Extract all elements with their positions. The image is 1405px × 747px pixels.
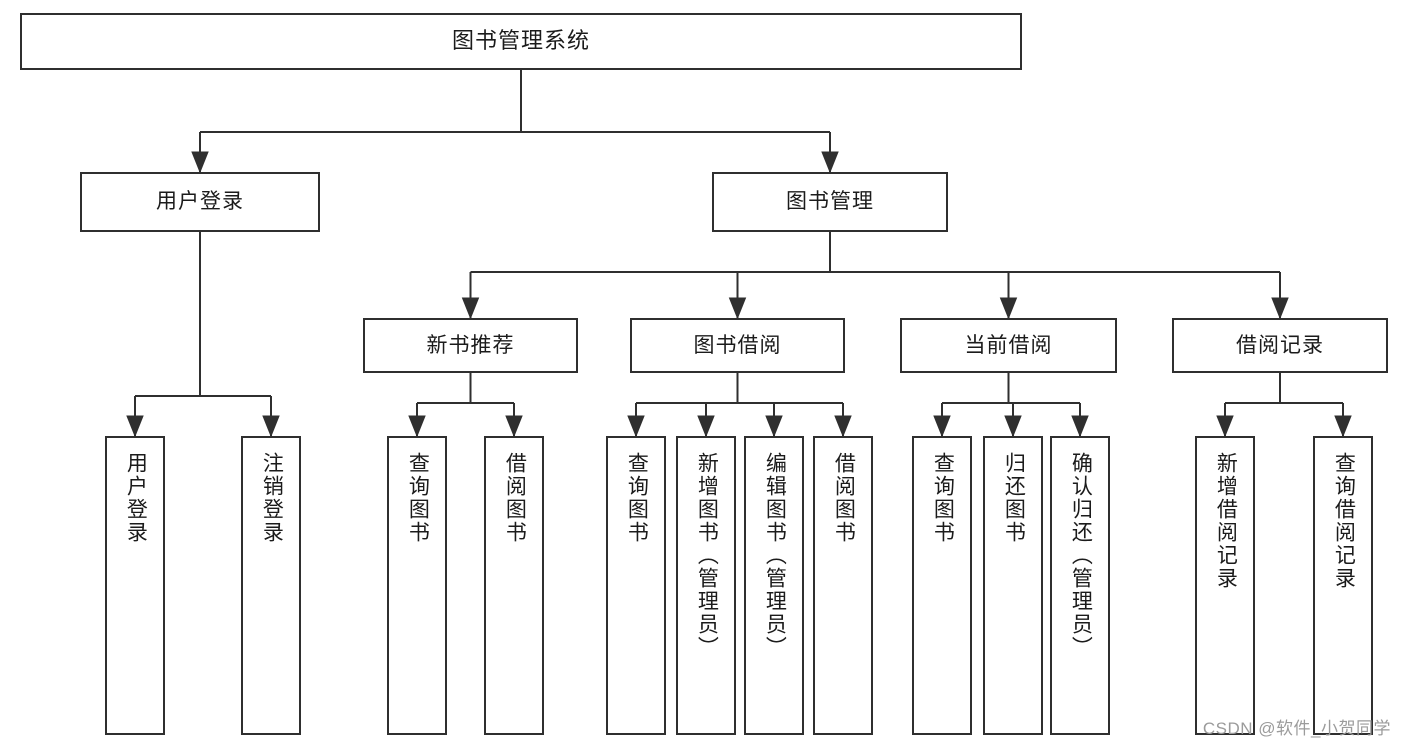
node-label: 当前借阅 (964, 333, 1053, 357)
node-label: 新书推荐 (426, 333, 515, 357)
arrow-head-icon (1271, 297, 1289, 320)
node-user-login[interactable]: 用户登录 (80, 172, 320, 232)
node-label: 借阅记录 (1236, 333, 1324, 357)
arrow-head-icon (262, 415, 280, 438)
node-label: 新增图书（管理员） (695, 452, 719, 659)
node-leaf-query-book-2[interactable]: 查询图书 (606, 436, 666, 735)
node-label: 查询图书 (406, 452, 430, 544)
arrow-head-icon (933, 415, 951, 438)
node-leaf-add-book[interactable]: 新增图书（管理员） (676, 436, 736, 735)
arrow-head-icon (834, 415, 852, 438)
node-leaf-query-book-3[interactable]: 查询图书 (912, 436, 972, 735)
node-label: 归还图书 (1002, 452, 1026, 544)
arrow-head-icon (461, 297, 480, 320)
watermark: CSDN @软件_小贺同学 (1202, 719, 1391, 738)
node-borrow-record[interactable]: 借阅记录 (1172, 318, 1388, 373)
node-book-manage[interactable]: 图书管理 (712, 172, 948, 232)
node-leaf-query-record[interactable]: 查询借阅记录 (1313, 436, 1373, 735)
node-label: 图书管理系统 (451, 28, 590, 54)
node-label: 用户登录 (156, 190, 244, 214)
arrow-head-icon (408, 415, 426, 438)
node-label: 图书管理 (786, 190, 874, 214)
node-label: 新增借阅记录 (1214, 452, 1238, 590)
node-leaf-query-book-1[interactable]: 查询图书 (387, 436, 447, 735)
arrow-head-icon (1071, 415, 1089, 438)
node-label: 查询借阅记录 (1332, 452, 1356, 590)
node-leaf-return-book[interactable]: 归还图书 (983, 436, 1043, 735)
node-book-borrow[interactable]: 图书借阅 (630, 318, 845, 373)
node-label: 查询图书 (931, 452, 955, 544)
node-label: 用户登录 (124, 452, 148, 544)
arrow-head-icon (999, 297, 1018, 320)
arrow-head-icon (1004, 415, 1022, 438)
node-label: 注销登录 (260, 452, 284, 544)
arrow-head-icon (821, 151, 839, 174)
node-leaf-confirm-return[interactable]: 确认归还（管理员） (1050, 436, 1110, 735)
node-current-borrow[interactable]: 当前借阅 (900, 318, 1117, 373)
arrow-head-icon (765, 415, 783, 438)
node-label: 借阅图书 (503, 452, 527, 544)
node-label: 借阅图书 (832, 452, 856, 544)
node-leaf-borrow-book-2[interactable]: 借阅图书 (813, 436, 873, 735)
arrow-head-icon (505, 415, 523, 438)
node-leaf-edit-book[interactable]: 编辑图书（管理员） (744, 436, 804, 735)
node-leaf-borrow-book-1[interactable]: 借阅图书 (484, 436, 544, 735)
node-label: 编辑图书（管理员） (763, 452, 787, 659)
arrow-head-icon (1334, 415, 1352, 438)
arrow-head-icon (126, 415, 144, 438)
arrow-head-icon (1216, 415, 1234, 438)
arrow-head-icon (728, 297, 747, 320)
node-new-book-rec[interactable]: 新书推荐 (363, 318, 578, 373)
node-label: 确认归还（管理员） (1069, 452, 1093, 659)
node-leaf-add-record[interactable]: 新增借阅记录 (1195, 436, 1255, 735)
arrow-head-icon (627, 415, 645, 438)
arrow-head-icon (697, 415, 715, 438)
node-leaf-user-login[interactable]: 用户登录 (105, 436, 165, 735)
node-leaf-logout[interactable]: 注销登录 (241, 436, 301, 735)
arrow-head-icon (191, 151, 209, 174)
node-root[interactable]: 图书管理系统 (20, 13, 1022, 70)
node-label: 图书借阅 (693, 333, 782, 357)
node-label: 查询图书 (625, 452, 649, 544)
